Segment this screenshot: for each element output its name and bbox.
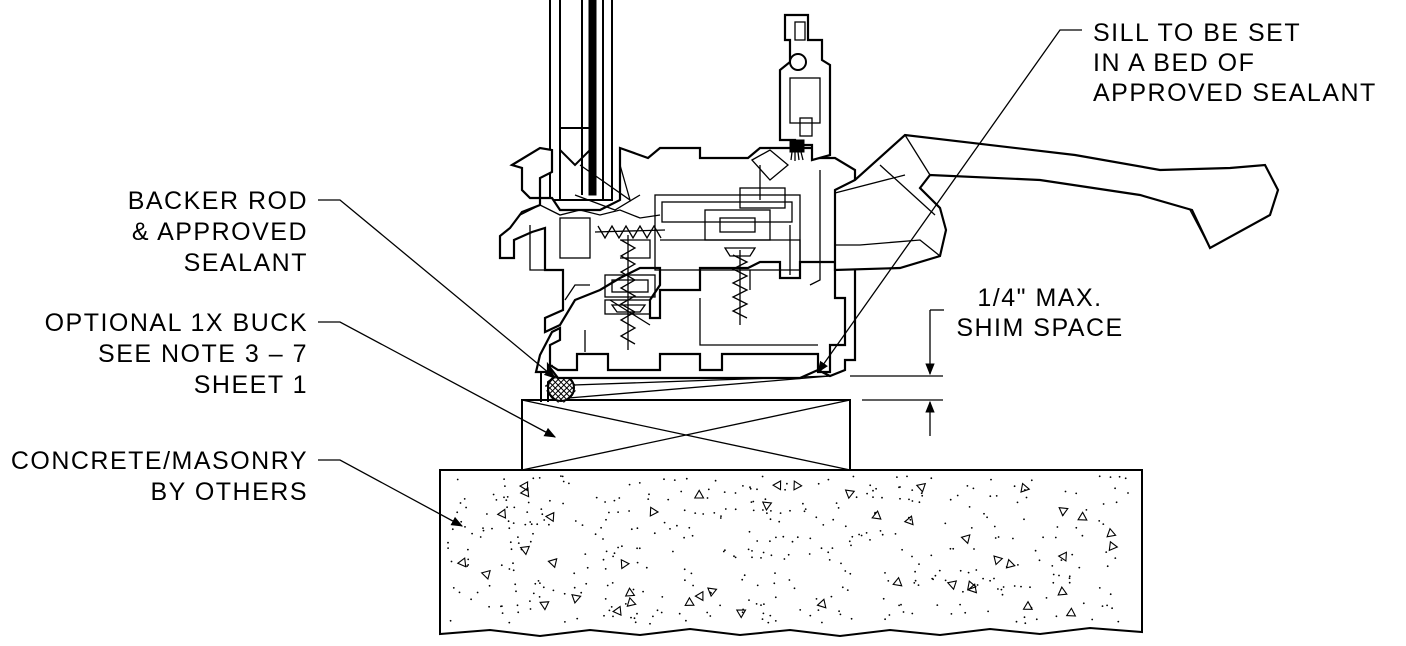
callout-concrete-line-2: BY OTHERS — [150, 478, 308, 506]
callout-sill: SILL TO BE SET IN A BED OF APPROVED SEAL… — [1093, 19, 1377, 107]
callout-backer-line-2: & APPROVED — [132, 218, 308, 246]
leader-concrete — [318, 459, 464, 527]
callout-backer-line-1: BACKER ROD — [128, 187, 308, 215]
sash-glass — [549, 0, 613, 201]
callout-buck-line-2: SEE NOTE 3 – 7 — [98, 340, 308, 368]
concrete-stipple — [447, 475, 1129, 625]
callout-shim: 1/4" MAX. SHIM SPACE — [956, 284, 1123, 342]
leader-buck — [318, 321, 557, 438]
interlock-column — [750, 13, 832, 181]
callout-sill-line-2: IN A BED OF — [1093, 49, 1255, 77]
backer-rod — [546, 373, 576, 403]
screw-2 — [610, 235, 647, 350]
callout-buck: OPTIONAL 1X BUCK SEE NOTE 3 – 7 SHEET 1 — [45, 309, 308, 399]
concrete-slab — [439, 469, 1143, 638]
callout-sill-line-3: APPROVED SEALANT — [1093, 79, 1377, 107]
callout-shim-line-2: SHIM SPACE — [956, 314, 1123, 342]
callout-buck-line-1: OPTIONAL 1X BUCK — [45, 309, 308, 337]
screw-1 — [594, 224, 666, 240]
callout-backer: BACKER ROD & APPROVED SEALANT — [128, 187, 308, 277]
shim-wedge — [544, 375, 831, 401]
brush-seal — [789, 139, 805, 161]
wood-buck — [521, 399, 851, 471]
callout-buck-line-3: SHEET 1 — [194, 371, 308, 399]
callout-sill-line-1: SILL TO BE SET — [1093, 19, 1301, 47]
leader-sill — [817, 29, 1082, 373]
sill-nose — [833, 133, 1280, 272]
shim-dimension — [850, 309, 944, 436]
sill-frame-profile — [498, 146, 857, 380]
callout-shim-line-1: 1/4" MAX. — [977, 284, 1102, 312]
screw-3 — [723, 247, 757, 325]
callout-backer-line-3: SEALANT — [184, 249, 308, 277]
callout-concrete: CONCRETE/MASONRY BY OTHERS — [11, 447, 308, 506]
leader-backer — [318, 199, 556, 379]
callout-concrete-line-1: CONCRETE/MASONRY — [11, 447, 308, 475]
